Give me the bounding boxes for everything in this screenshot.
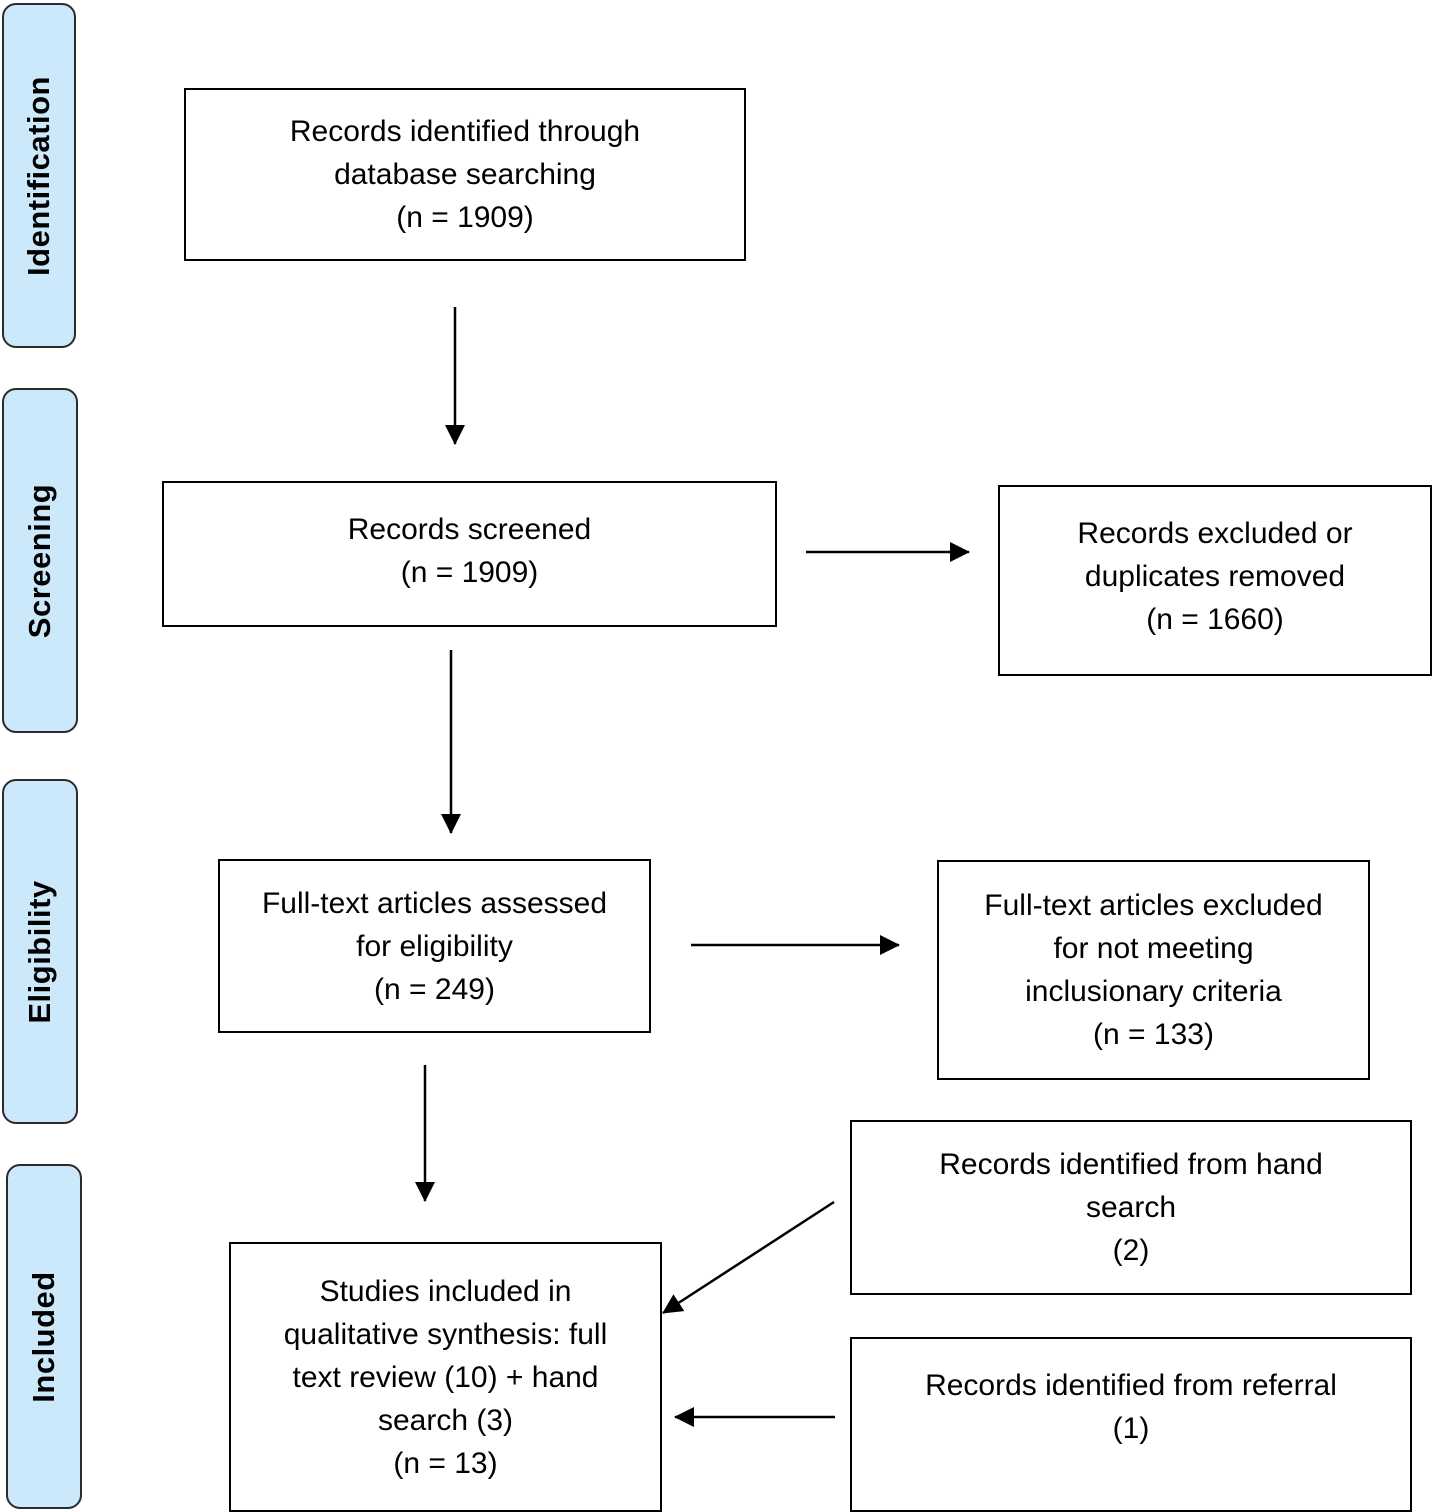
hand-search-box: Records identified from hand search (2) [850, 1120, 1412, 1295]
box-line: search [1085, 1191, 1177, 1224]
records-identified-box: Records identified through database sear… [184, 88, 746, 261]
records-screened-box: Records screened (n = 1909) [162, 481, 777, 627]
box-line: (n = 249) [374, 972, 495, 1006]
box-line: Records identified from referral [925, 1369, 1337, 1402]
records-excluded-box: Records excluded or duplicates removed (… [998, 485, 1432, 676]
box-line: for not meeting [1053, 932, 1254, 965]
referral-box: Records identified from referral (1) [850, 1337, 1412, 1512]
box-line: text review (10) + hand [292, 1360, 599, 1394]
box-line: inclusionary criteria [1025, 975, 1282, 1008]
box-line: qualitative synthesis: full [283, 1317, 608, 1351]
phase-eligibility: Eligibility [2, 779, 78, 1124]
box-line: (2) [1112, 1234, 1150, 1267]
box-line: (n = 1909) [400, 556, 539, 589]
box-line: database searching [334, 158, 596, 191]
phase-identification: Identification [2, 3, 76, 348]
studies-included-box: Studies included in qualitative synthesi… [229, 1242, 662, 1512]
phase-screening: Screening [2, 388, 78, 733]
box-line: Records identified from hand [939, 1148, 1323, 1181]
box-line: Full-text articles assessed [261, 886, 608, 920]
box-line: Studies included in [319, 1274, 572, 1308]
box-line: for eligibility [356, 929, 513, 963]
box-line: (1) [1112, 1412, 1150, 1445]
arrow-handsearch-to-included [662, 1200, 835, 1315]
box-line: duplicates removed [1084, 560, 1346, 593]
box-line: Records excluded or [1077, 517, 1353, 550]
box-line: (n = 1660) [1146, 603, 1284, 636]
box-line: (n = 133) [1093, 1018, 1214, 1051]
fulltext-assessed-box: Full-text articles assessed for eligibil… [218, 859, 651, 1033]
fulltext-excluded-box: Full-text articles excluded for not meet… [937, 860, 1370, 1080]
phase-included: Included [6, 1164, 82, 1509]
box-line: Records screened [347, 513, 592, 546]
box-line: search (3) [377, 1403, 514, 1437]
box-line: Full-text articles excluded [984, 889, 1323, 922]
box-line: (n = 1909) [396, 201, 534, 234]
box-line: (n = 13) [393, 1446, 498, 1480]
box-line: Records identified through [289, 115, 641, 148]
